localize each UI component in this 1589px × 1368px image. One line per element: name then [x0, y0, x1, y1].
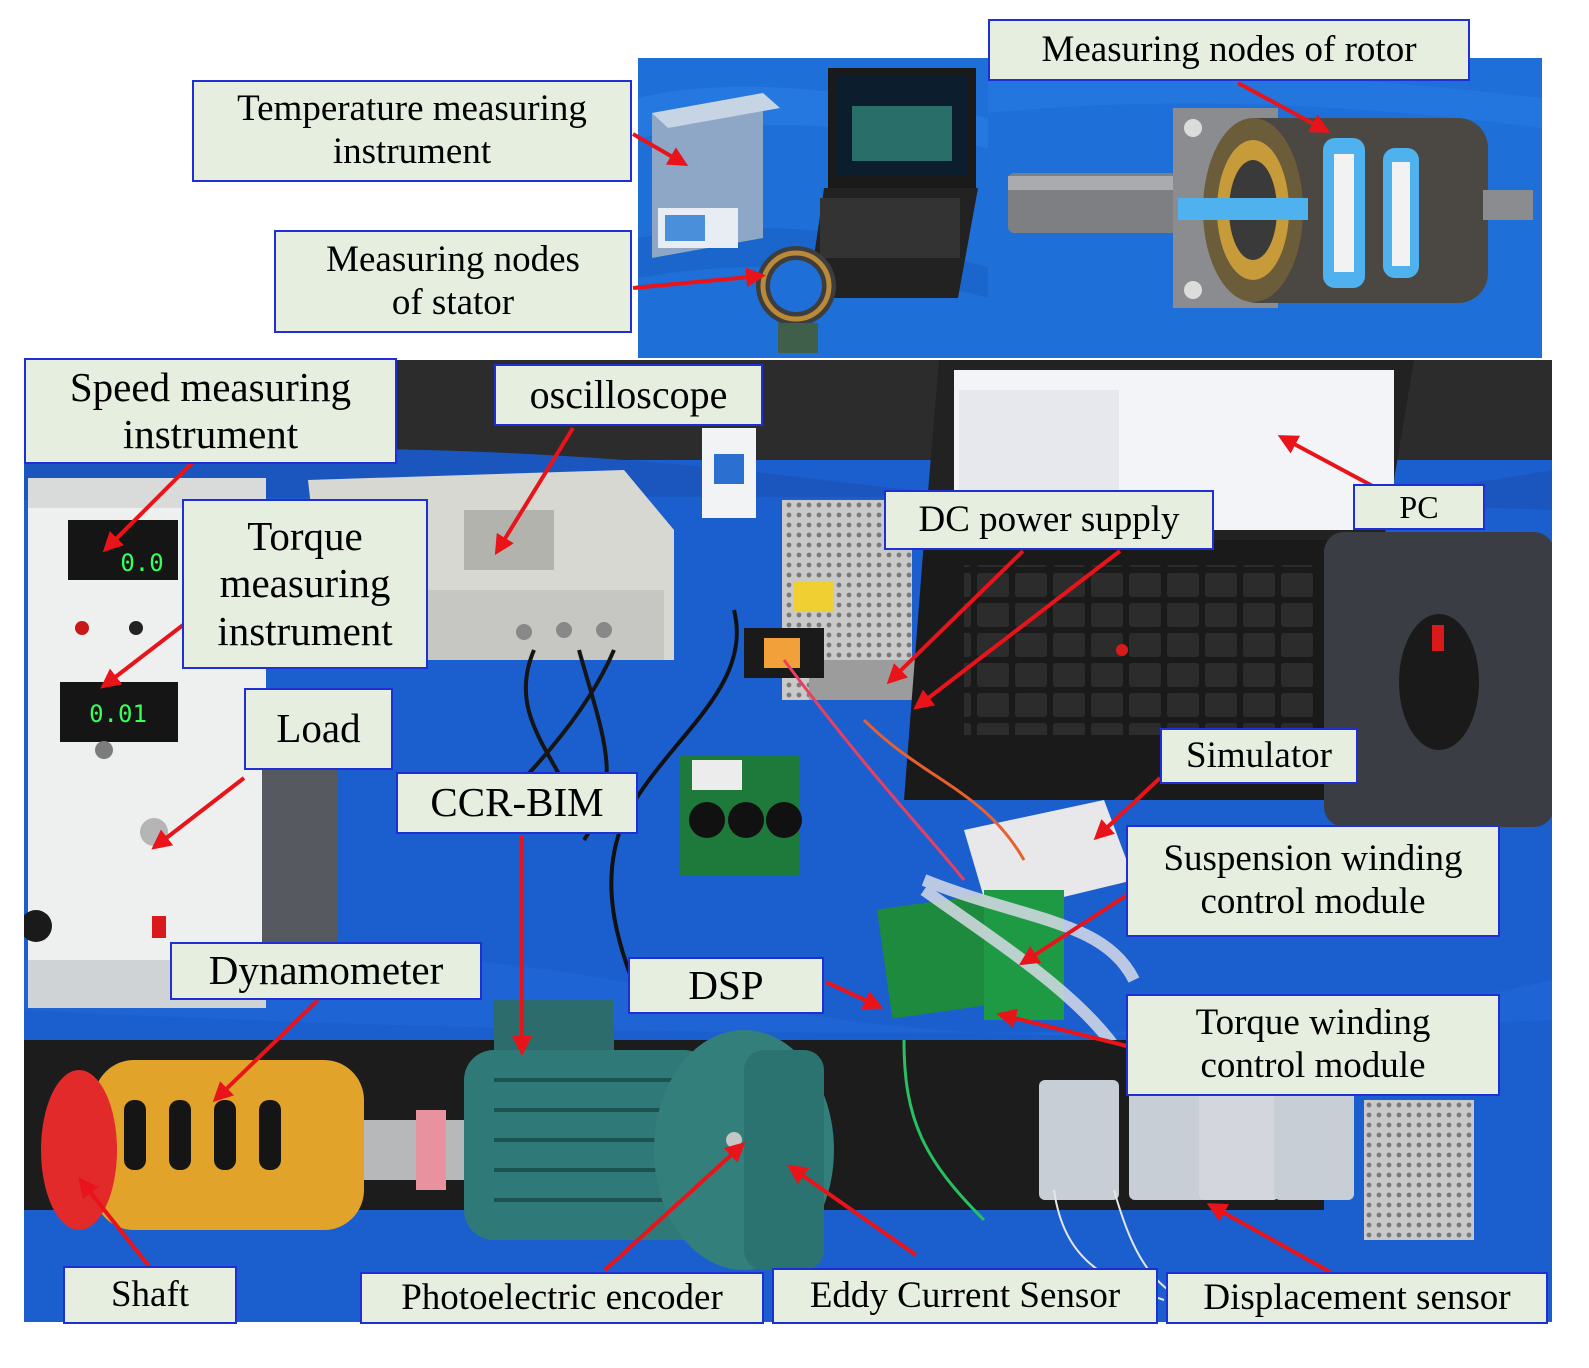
label-ccr-bim: CCR-BIM	[396, 772, 638, 834]
label-suspension-module: Suspension winding control module	[1126, 825, 1500, 937]
label-simulator: Simulator	[1160, 728, 1358, 784]
label-torqmod-line2: control module	[1200, 1045, 1426, 1086]
label-stator-line2: of stator	[391, 281, 515, 323]
label-eddy-sensor: Eddy Current Sensor	[772, 1268, 1158, 1324]
label-torque-line3: instrument	[217, 607, 393, 654]
label-stator-nodes: Measuring nodes of stator	[274, 230, 632, 333]
label-load: Load	[244, 688, 393, 770]
speed-display-value: 0.0	[120, 549, 163, 577]
label-ccr-text: CCR-BIM	[430, 779, 604, 826]
label-shaft: Shaft	[63, 1266, 237, 1324]
label-susp-line1: Suspension winding	[1163, 838, 1463, 880]
label-temperature-line2: instrument	[332, 131, 492, 172]
label-dcps-text: DC power supply	[918, 498, 1180, 540]
label-dc-power-supply: DC power supply	[884, 490, 1214, 550]
label-speed-line1: Speed measuring	[69, 363, 352, 410]
label-stator-line1: Measuring nodes	[326, 238, 580, 280]
label-pc: PC	[1353, 484, 1485, 530]
label-oscilloscope: oscilloscope	[494, 364, 763, 426]
label-dsp-text: DSP	[688, 961, 764, 1008]
label-torque-line1: Torque	[247, 513, 363, 560]
label-osc-text: oscilloscope	[529, 372, 728, 417]
label-torqmod-line1: Torque winding	[1195, 1002, 1431, 1044]
label-temperature-line1: Temperature measuring	[237, 88, 587, 130]
label-pc-text: PC	[1399, 488, 1439, 525]
label-disp-text: Displacement sensor	[1203, 1276, 1511, 1318]
label-shaft-text: Shaft	[110, 1273, 190, 1315]
label-speed-instrument: Speed measuring instrument	[24, 358, 397, 464]
label-torque-instrument: Torque measuring instrument	[182, 499, 428, 669]
label-rotor-text: Measuring nodes of rotor	[1041, 28, 1417, 70]
label-dyn-text: Dynamometer	[208, 947, 444, 994]
photo-instruments	[638, 58, 988, 358]
label-temperature-instrument: Temperature measuring instrument	[192, 80, 632, 182]
label-dsp: DSP	[628, 957, 824, 1014]
torque-display-value: 0.01	[89, 700, 147, 728]
label-torque-line2: measuring	[219, 560, 391, 607]
label-displacement-sensor: Displacement sensor	[1166, 1272, 1548, 1324]
label-eddy-text: Eddy Current Sensor	[809, 1274, 1121, 1316]
photo-rotor	[988, 58, 1542, 358]
label-photo-text: Photoelectric encoder	[401, 1276, 723, 1318]
label-speed-line2: instrument	[122, 411, 299, 457]
label-sim-text: Simulator	[1186, 734, 1332, 776]
label-torque-module: Torque winding control module	[1126, 994, 1500, 1096]
label-rotor-nodes: Measuring nodes of rotor	[988, 19, 1470, 81]
label-photoelectric-encoder: Photoelectric encoder	[360, 1272, 764, 1324]
label-dynamometer: Dynamometer	[170, 942, 482, 1000]
label-load-text: Load	[276, 705, 361, 752]
label-susp-line2: control module	[1200, 881, 1426, 922]
